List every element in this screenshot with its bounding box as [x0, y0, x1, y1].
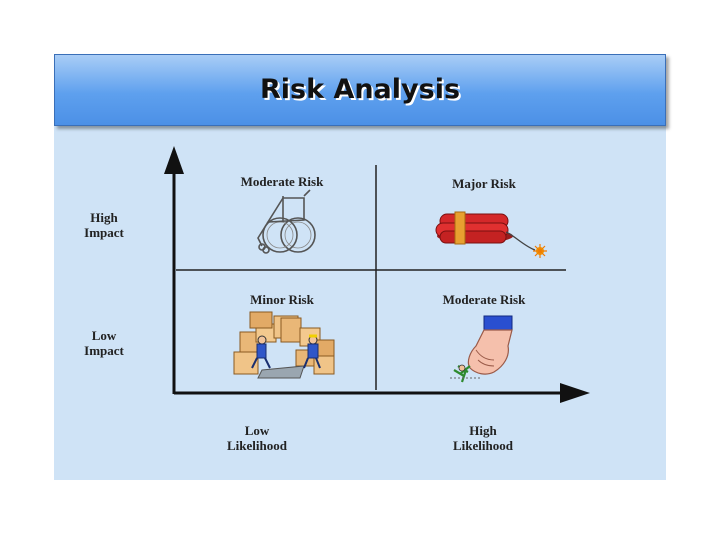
x-axis-label-low-line2: Likelihood [227, 438, 287, 453]
quadrant-top-left-title: Moderate Risk [240, 174, 324, 189]
quadrant-top-right-title: Major Risk [452, 176, 516, 191]
quadrant-bottom-right-title: Moderate Risk [442, 292, 526, 307]
x-axis-label-high-line1: High [469, 423, 497, 438]
x-axis-label-high-line2: Likelihood [453, 438, 513, 453]
quadrant-bottom-left-title: Minor Risk [250, 292, 314, 307]
y-axis-label-low-line2: Impact [84, 343, 124, 358]
hand-squashing-figure-icon [450, 315, 513, 383]
title-bar: Risk Analysis [54, 54, 666, 126]
y-axis-label-high-line2: Impact [84, 225, 124, 240]
y-axis-label-low-line1: Low [91, 328, 117, 343]
y-axis-arrow [164, 146, 184, 174]
slide-title: Risk Analysis [259, 74, 461, 105]
wheelchair-icon [257, 189, 316, 254]
dynamite-icon [435, 211, 547, 258]
y-axis-label-low: Low Impact [74, 328, 134, 358]
boxes-falling-icon [233, 311, 335, 379]
x-axis-label-low: Low Likelihood [216, 423, 298, 453]
x-axis-arrow [560, 383, 590, 403]
y-axis-label-high: High Impact [74, 210, 134, 240]
x-axis-label-high: High Likelihood [442, 423, 524, 453]
y-axis-label-high-line1: High [90, 210, 118, 225]
x-axis-label-low-line1: Low [244, 423, 270, 438]
